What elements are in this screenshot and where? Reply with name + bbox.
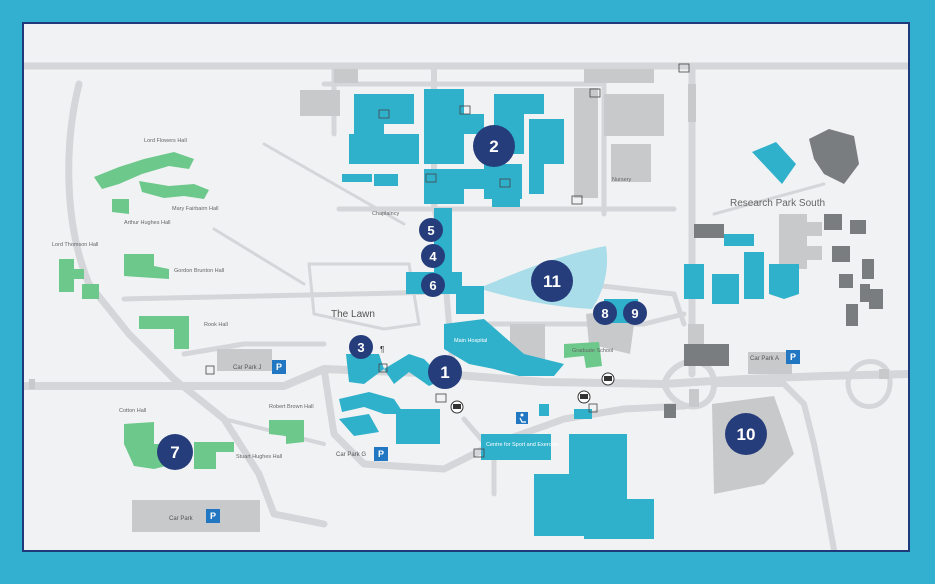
parking-icon bbox=[786, 350, 800, 364]
marker-7[interactable]: 7 bbox=[157, 434, 193, 470]
label-arthur-hughes: Arthur Hughes Hall bbox=[124, 220, 170, 226]
marker-11-label: 11 bbox=[543, 272, 561, 291]
parking-icon-letter: P bbox=[276, 362, 282, 372]
label-mary-fairbairn: Mary Fairbairn Hall bbox=[172, 206, 218, 212]
marker-5[interactable]: 5 bbox=[419, 218, 443, 242]
cycle-icon bbox=[205, 63, 690, 458]
parking-icon-letter: P bbox=[378, 449, 384, 459]
parking-icon bbox=[206, 509, 220, 523]
marker-2-label: 2 bbox=[489, 137, 498, 156]
marker-7-label: 7 bbox=[170, 443, 179, 462]
marker-11[interactable]: 11 bbox=[531, 260, 573, 302]
marker-3[interactable]: 3 bbox=[349, 335, 373, 359]
parking-icon bbox=[272, 360, 286, 374]
parking-icon-letter: P bbox=[790, 352, 796, 362]
marker-5-label: 5 bbox=[427, 223, 434, 238]
research-park-buildings bbox=[664, 129, 883, 418]
label-centre-sport: Centre for Sport and Exercise bbox=[486, 442, 558, 448]
marker-6[interactable]: 6 bbox=[421, 273, 445, 297]
bus-icon bbox=[577, 390, 591, 404]
food-icon: ¶ bbox=[380, 345, 384, 354]
marker-6-label: 6 bbox=[429, 278, 436, 293]
label-lord-thomson: Lord Thomson Hall bbox=[52, 242, 98, 248]
campus-map-svg: P P P P bbox=[20, 62, 912, 553]
bus-icon bbox=[601, 372, 615, 386]
label-research-park-south: Research Park South bbox=[730, 198, 825, 209]
label-car-park-a: Car Park A bbox=[750, 356, 779, 362]
marker-10[interactable]: 10 bbox=[725, 413, 767, 455]
label-car-park-g: Car Park G bbox=[336, 452, 366, 458]
label-the-lawn: The Lawn bbox=[331, 309, 375, 320]
marker-4-label: 4 bbox=[429, 249, 437, 264]
marker-8-label: 8 bbox=[601, 306, 608, 321]
label-stuart-hughes: Stuart Hughes Hall bbox=[236, 454, 282, 460]
marker-1[interactable]: 1 bbox=[428, 355, 462, 389]
marker-3-label: 3 bbox=[357, 340, 364, 355]
parking-icon bbox=[374, 447, 388, 461]
marker-4[interactable]: 4 bbox=[421, 244, 445, 268]
marker-8[interactable]: 8 bbox=[593, 301, 617, 325]
marker-10-label: 10 bbox=[737, 425, 756, 444]
label-rook-hall: Rook Hall bbox=[204, 322, 228, 328]
parking-signs: P P P P bbox=[206, 350, 800, 523]
markers[interactable]: 1 2 3 4 5 bbox=[157, 125, 767, 470]
parking-icon-letter: P bbox=[210, 511, 216, 521]
bus-icon bbox=[450, 400, 464, 414]
label-nursery: Nursery bbox=[612, 177, 632, 183]
map-icons: ¶ bbox=[205, 63, 690, 458]
label-lord-flowers: Lord Flowers Hall bbox=[144, 138, 187, 144]
map-labels: Research Park South The Lawn Car Park J … bbox=[52, 138, 825, 522]
label-robert-brown: Robert Brown Hall bbox=[269, 404, 314, 410]
marker-1-label: 1 bbox=[440, 363, 449, 382]
label-cotton-hall: Cotton Hall bbox=[119, 408, 146, 414]
accessible-icon bbox=[516, 412, 528, 424]
label-car-park: Car Park bbox=[169, 516, 194, 522]
hospital-buildings bbox=[339, 89, 799, 539]
marker-2[interactable]: 2 bbox=[473, 125, 515, 167]
label-chaplaincy: Chaplaincy bbox=[372, 211, 399, 217]
marker-9[interactable]: 9 bbox=[623, 301, 647, 325]
label-hospital-main: Main Hospital bbox=[454, 338, 487, 344]
campus-map: P P P P bbox=[20, 22, 912, 553]
label-car-park-j: Car Park J bbox=[233, 365, 261, 371]
marker-9-label: 9 bbox=[631, 306, 638, 321]
label-gordon-brunton: Gordon Brunton Hall bbox=[174, 268, 224, 274]
label-graduate-school: Graduate School bbox=[572, 348, 613, 354]
the-lawn-area bbox=[307, 262, 421, 331]
